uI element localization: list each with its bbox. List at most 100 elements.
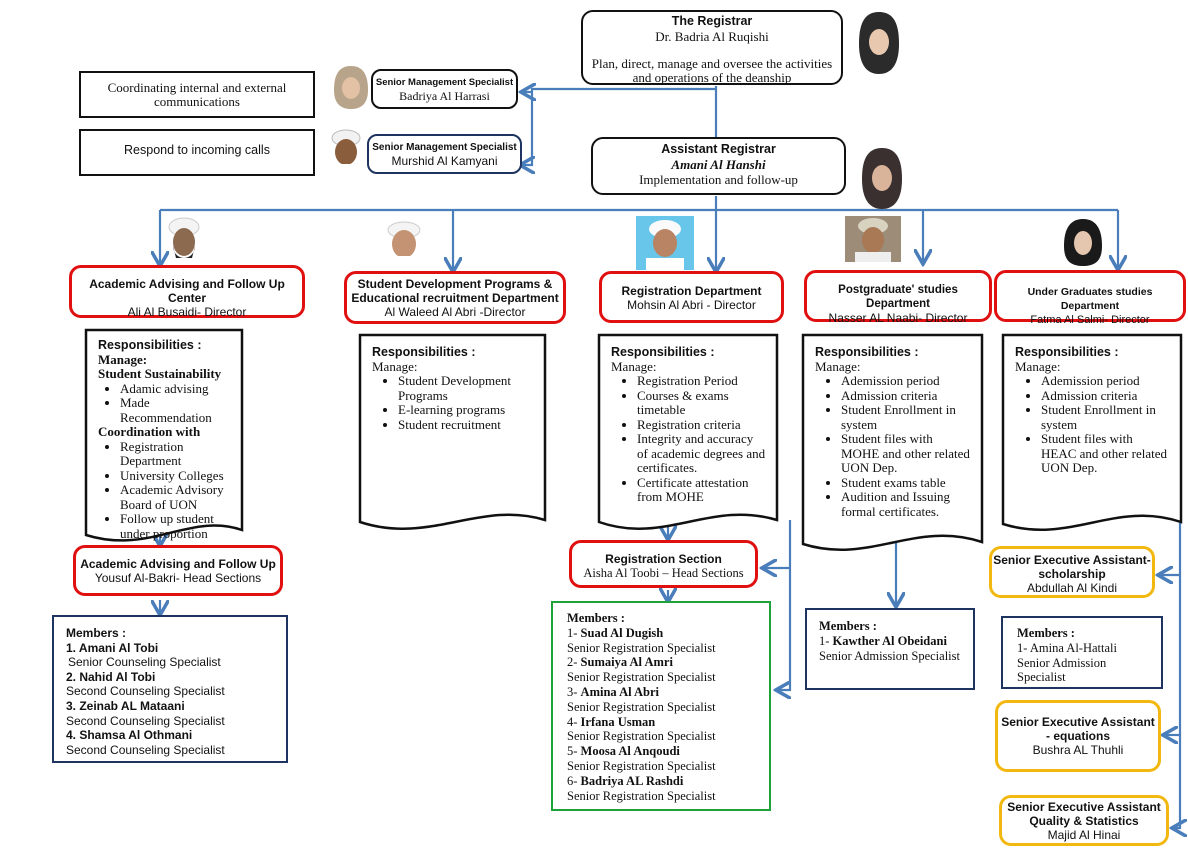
member-num: 5- bbox=[567, 744, 578, 759]
registrar-name: Dr. Badria Al Ruqishi bbox=[655, 29, 769, 44]
dept-box-registration: Registration Department Mohsin Al Abri -… bbox=[599, 271, 784, 323]
resp-manage-1: Manage: bbox=[98, 351, 148, 367]
registration-member-name: Badriya AL Rashdi bbox=[580, 773, 684, 788]
member-num: 6- bbox=[567, 773, 578, 788]
resp-item: Audition and Issuing formal certificates… bbox=[841, 489, 972, 519]
executive-box-quality: Senior Executive Assistant Quality & Sta… bbox=[999, 795, 1169, 846]
task-box-calls: Respond to incoming calls bbox=[79, 129, 315, 176]
resp-group-sustainability: Student Sustainability bbox=[98, 366, 222, 381]
postgraduate-member-role: Senior Admission Specialist bbox=[819, 648, 960, 663]
doc-shape-advising bbox=[84, 328, 244, 542]
registration-member-name: Sumaiya Al Amri bbox=[580, 655, 673, 670]
dept-1-head: Ali Al Busaidi- Director bbox=[127, 305, 247, 319]
dept-1-title: Academic Advising and Follow Up Center bbox=[89, 277, 285, 305]
registration-member-name: Suad Al Dugish bbox=[580, 625, 664, 640]
advising-member-role: Senior Counseling Specialist bbox=[68, 655, 221, 670]
resp-item: Student exams table bbox=[841, 475, 972, 491]
advising-member-role: Second Counseling Specialist bbox=[66, 742, 225, 757]
director-3-photo-icon bbox=[636, 216, 694, 270]
registration-member-role: Senior Registration Specialist bbox=[567, 729, 716, 744]
member-num: 3- bbox=[567, 684, 578, 699]
resp-label-5: Responsibilities : bbox=[1015, 345, 1119, 359]
advising-member-name: 4. Shamsa Al Othmani bbox=[66, 728, 193, 743]
dept-box-undergraduate: Under Graduates studies Department Fatma… bbox=[994, 270, 1186, 326]
member-num: 2- bbox=[567, 655, 578, 670]
postgraduate-member-name: Kawther Al Obeidani bbox=[832, 633, 947, 648]
executive-1-name: Abdullah Al Kindi bbox=[1026, 581, 1118, 595]
registration-member-name: Irfana Usman bbox=[580, 714, 656, 729]
specialist-2-title: Senior Management Specialist bbox=[372, 142, 517, 153]
members-label: Members : bbox=[1017, 626, 1075, 640]
assistant-photo-icon bbox=[862, 148, 902, 209]
director-5-photo-icon bbox=[1064, 219, 1102, 266]
undergraduate-member-role: Senior Admission Specialist bbox=[1017, 655, 1107, 685]
member-num: 4- bbox=[567, 714, 578, 729]
resp-item: Registration Department bbox=[120, 439, 238, 469]
executive-3-name: Majid Al Hinai bbox=[1047, 828, 1121, 842]
registration-member-role: Senior Registration Specialist bbox=[567, 699, 716, 714]
assistant-desc: Implementation and follow-up bbox=[639, 172, 798, 187]
dept-box-advising: Academic Advising and Follow Up Center A… bbox=[69, 265, 305, 319]
executive-3-title: Senior Executive Assistant Quality & Sta… bbox=[1007, 800, 1161, 828]
resp-manage-2: Manage: bbox=[372, 358, 418, 374]
registrar-desc: Plan, direct, manage and oversee the act… bbox=[591, 56, 833, 85]
resp-manage-4: Manage: bbox=[815, 358, 861, 374]
dept-4-head: Nasser AL Naabi- Director bbox=[828, 311, 968, 325]
dept-3-head: Mohsin Al Abri - Director bbox=[627, 298, 756, 312]
section-box-registration: Registration Section Aisha Al Toobi – He… bbox=[569, 540, 758, 588]
specialist-1-title: Senior Management Specialist bbox=[375, 77, 514, 88]
resp-item: E-learning programs bbox=[398, 402, 535, 418]
resp-item: Academic Advisory Board of UON bbox=[120, 482, 238, 512]
registrar-title: The Registrar bbox=[671, 14, 753, 28]
responsibilities-postgraduate: Responsibilities : Manage: Ademission pe… bbox=[803, 335, 982, 519]
registration-member-role: Senior Registration Specialist bbox=[567, 640, 716, 655]
dept-5-head: Fatma Al Salmi- Director bbox=[1030, 314, 1150, 326]
resp-item: Certificate attestation from MOHE bbox=[637, 475, 767, 505]
dept-box-postgraduate: Postgraduate' studies Department Nasser … bbox=[804, 270, 992, 325]
resp-item: Made Recommendation bbox=[120, 395, 238, 425]
resp-item: Ademission period bbox=[841, 373, 972, 389]
members-box-registration: Members : 1- Suad Al Dugish Senior Regis… bbox=[551, 601, 771, 811]
resp-item: Student files with MOHE and other relate… bbox=[841, 431, 972, 476]
resp-label-1: Responsibilities : bbox=[98, 338, 202, 352]
task-box-communications: Coordinating internal and external commu… bbox=[79, 71, 315, 118]
executive-box-equations: Senior Executive Assistant - equations B… bbox=[995, 700, 1161, 772]
executive-2-title: Senior Executive Assistant - equations bbox=[1001, 715, 1155, 743]
resp-item: Student files with HEAC and other relate… bbox=[1041, 431, 1171, 476]
advising-section-title: Academic Advising and Follow Up bbox=[80, 557, 276, 571]
resp-item: Registration Period bbox=[637, 373, 767, 389]
executive-2-name: Bushra AL Thuhli bbox=[1032, 743, 1124, 757]
executive-1-title: Senior Executive Assistant- scholarship bbox=[993, 553, 1151, 581]
registration-member-name: Moosa Al Anqoudi bbox=[580, 744, 680, 759]
dept-4-title: Postgraduate' studies Department bbox=[838, 284, 958, 310]
resp-item: University Colleges bbox=[120, 468, 238, 484]
resp-label-2: Responsibilities : bbox=[372, 345, 476, 359]
dept-2-title: Student Development Programs & Education… bbox=[351, 277, 559, 305]
resp-label-4: Responsibilities : bbox=[815, 345, 919, 359]
doc-shape-development bbox=[358, 333, 547, 530]
resp-item: Ademission period bbox=[1041, 373, 1171, 389]
advising-member-name: 3. Zeinab AL Mataani bbox=[66, 698, 185, 713]
dept-5-title: Under Graduates studies Department bbox=[1027, 286, 1153, 312]
resp-group-coordination: Coordination with bbox=[98, 424, 201, 439]
task-communications: Coordinating internal and external commu… bbox=[107, 80, 287, 109]
specialist-box-murshid: Senior Management Specialist Murshid Al … bbox=[367, 134, 522, 174]
advising-member-role: Second Counseling Specialist bbox=[66, 713, 225, 728]
resp-item: Student recruitment bbox=[398, 417, 535, 433]
responsibilities-registration: Responsibilities : Manage: Registration … bbox=[599, 335, 777, 505]
assistant-registrar-box: Assistant Registrar Amani Al Hanshi Impl… bbox=[591, 137, 846, 195]
director-2-photo-icon bbox=[387, 221, 421, 264]
registrar-photo-icon bbox=[859, 12, 899, 74]
to-murshid-arrow bbox=[522, 87, 716, 165]
resp-item: Adamic advising bbox=[120, 381, 238, 397]
doc-shape-postgraduate bbox=[801, 333, 984, 551]
dept-2-head: Al Waleed Al Abri -Director bbox=[384, 305, 526, 319]
registration-member-role: Senior Registration Specialist bbox=[567, 670, 716, 685]
registration-section-title: Registration Section bbox=[605, 552, 722, 566]
resp-manage-3: Manage: bbox=[611, 358, 657, 374]
resp-item: Integrity and accuracy of academic degre… bbox=[637, 431, 767, 476]
resp-item: Student Enrollment in system bbox=[1041, 402, 1171, 432]
specialist-2-photo-icon bbox=[330, 129, 362, 176]
resp-label-3: Responsibilities : bbox=[611, 345, 715, 359]
